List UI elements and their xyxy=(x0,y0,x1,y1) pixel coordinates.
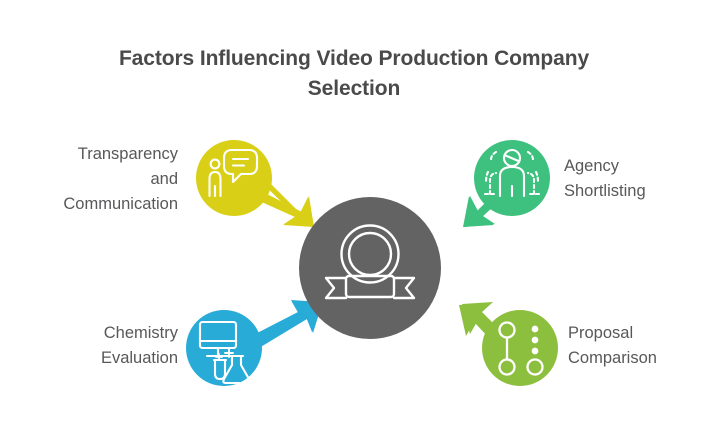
award-ribbon-icon xyxy=(324,224,416,300)
node-circle-green xyxy=(482,310,558,386)
label-transparency-communication: Transparency and Communication xyxy=(63,145,178,213)
people-group-icon xyxy=(483,148,541,198)
node-transparency-communication[interactable] xyxy=(196,140,272,216)
node-agency-shortlisting[interactable] xyxy=(474,140,550,216)
label-chemistry-evaluation: Chemistry Evaluation xyxy=(100,324,178,367)
node-circle-teal xyxy=(474,140,550,216)
comparison-nodes-icon xyxy=(498,321,544,376)
monitor-flask-icon xyxy=(198,320,251,385)
node-proposal-comparison[interactable] xyxy=(482,310,558,386)
center-circle xyxy=(299,197,441,339)
label-proposal-comparison: Proposal Comparison xyxy=(568,324,657,367)
person-speech-bubble-icon xyxy=(208,148,259,198)
page-title: Factors Influencing Video Production Com… xyxy=(118,47,590,100)
node-chemistry-evaluation[interactable] xyxy=(186,310,262,386)
label-agency-shortlisting: Agency Shortlisting xyxy=(564,157,646,200)
center-hub[interactable] xyxy=(299,197,441,339)
